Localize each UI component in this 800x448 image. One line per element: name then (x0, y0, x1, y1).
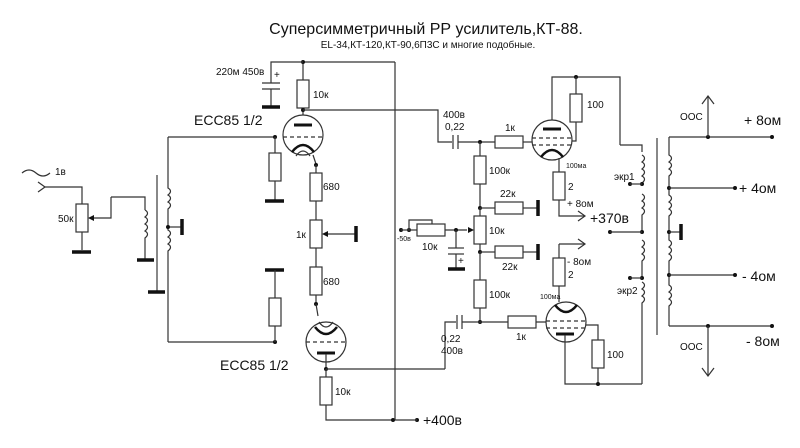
supply-400-label: +400в (423, 412, 462, 428)
out-plus8-label: + 8ом (744, 112, 781, 128)
r-22k-bottom-label: 22к (502, 262, 518, 273)
screen-resistor-top (569, 93, 583, 123)
screen-resistor-bottom (591, 339, 605, 369)
bias-pot-label: 10к (422, 242, 438, 253)
r-22k-bottom (494, 245, 524, 259)
r-680-top-label: 680 (323, 182, 340, 193)
plus-sign: + (458, 256, 464, 267)
r-100k-bottom-label: 100к (489, 290, 511, 301)
r-100k-bottom (473, 279, 487, 309)
coupling-network: 400в 0,22 1к 100к 22к 10к 22к -50в (395, 109, 556, 369)
cap-bottom-capacitance-label: 0,22 (441, 334, 461, 345)
tube-bottom-label: ECC85 1/2 (220, 357, 289, 373)
bias-potentiometer (416, 223, 446, 237)
cap-top-voltage-label: 400в (443, 110, 465, 121)
screen1-label: экр1 (614, 172, 635, 183)
cathode-resistor-2-top (552, 171, 566, 201)
cap-top-capacitance-label: 0,22 (445, 122, 465, 133)
input-pot-label: 50к (58, 214, 74, 225)
title: Суперсимметричный РР усилитель,КТ-88. (269, 21, 583, 38)
tube-kt88-top (531, 119, 573, 161)
r-top-anode-label: 10к (313, 90, 329, 101)
tube-ecc85-top (282, 114, 324, 156)
cathode-resistor-2-bottom (552, 257, 566, 287)
pot-bias-label: 10к (489, 226, 505, 237)
out-plus8-small-label: + 8ом (567, 199, 594, 210)
balance-potentiometer (309, 219, 323, 249)
cathode-resistor-680-bottom (309, 266, 323, 296)
screen2-label: экр2 (617, 286, 638, 297)
cap-top-label: 220м 450в (216, 67, 264, 78)
out-minus8-small-label: - 8ом (567, 257, 591, 268)
grid-stopper-bottom (507, 315, 537, 329)
r-22k-top (494, 201, 524, 215)
ooc-bottom-label: ООС (680, 342, 703, 353)
bias-balance-potentiometer (473, 215, 487, 245)
ooc-top-label: ООС (680, 112, 703, 123)
subtitle: EL-34,КТ-120,КТ-90,6П3С и многие подобны… (321, 39, 536, 51)
anode-resistor-top (296, 79, 310, 109)
out-plus4-label: + 4ом (739, 180, 776, 196)
signal-wave-icon (21, 169, 51, 177)
r-screen-bottom-label: 100 (607, 350, 624, 361)
out-minus8-label: - 8ом (746, 333, 780, 349)
out-minus4-label: - 4ом (742, 268, 776, 284)
tube-kt88-bottom (545, 301, 587, 343)
input-potentiometer (75, 203, 89, 233)
cap-bottom-voltage-label: 400в (441, 346, 463, 357)
r-grid-top-label: 1к (505, 123, 516, 134)
pot-balance-label: 1к (296, 230, 307, 241)
driver-stage: 10к ECC85 1/2 220м 450в + 680 1к 680 (168, 60, 462, 428)
supply-370-label: +370в (590, 210, 629, 226)
cathode-resistor-680-top (309, 172, 323, 202)
transformer-primary-coil (143, 209, 149, 260)
r-bottom-cathode-label: 10к (335, 387, 351, 398)
r-grid-bottom-label: 1к (516, 332, 527, 343)
wiper-arrow-icon (322, 231, 328, 237)
cathode-resistor-bottom (319, 376, 333, 406)
r-100k-top-label: 100к (489, 166, 511, 177)
input-jack-icon (37, 181, 47, 193)
grid-resistor-top (268, 152, 282, 182)
bias-voltage-label: -50в (397, 236, 411, 243)
r-22k-top-label: 22к (500, 189, 516, 200)
grid-resistor-bottom (268, 297, 282, 327)
input-section: 1в 50к (21, 137, 184, 342)
r-screen-top-label: 100 (587, 100, 604, 111)
output-transformer: экр1 экр2 ООС + 8ом + 4ом - 4ом (608, 95, 781, 384)
wiper-arrow-icon (468, 227, 474, 233)
r-680-bottom-label: 680 (323, 277, 340, 288)
grid-stopper-top (494, 135, 524, 149)
r-2-top-label: 2 (568, 182, 574, 193)
wiper-arrow-icon (88, 215, 94, 221)
current-top-label: 100ма (566, 163, 586, 170)
plus-sign: + (274, 70, 280, 81)
r-100k-top (473, 155, 487, 185)
transformer-secondary-coil (166, 137, 172, 342)
current-bottom-label: 100ма (540, 294, 560, 301)
tube-top-label: ECC85 1/2 (194, 112, 263, 128)
input-signal-label: 1в (55, 167, 66, 178)
output-stage: 100 100ма 2 + 8ом +370в - 8ом 2 100ма 10… (531, 75, 642, 386)
r-2-bottom-label: 2 (568, 270, 574, 281)
